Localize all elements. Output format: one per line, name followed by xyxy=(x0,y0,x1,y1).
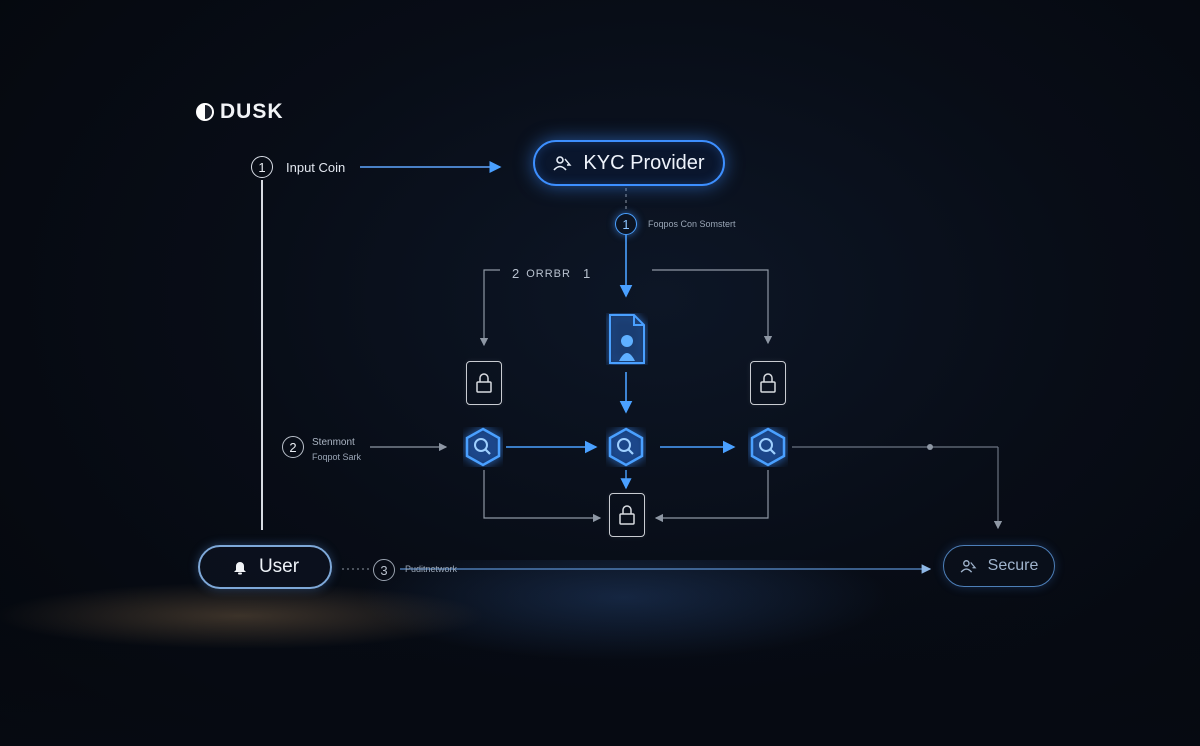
lock-node-right xyxy=(750,361,786,405)
step-2-marker: 2 xyxy=(282,436,304,458)
step-kyc-label: Foqpos Con Somstert xyxy=(648,219,736,229)
step-2-label: Stenmont xyxy=(312,437,355,448)
kyc-provider-label: KYC Provider xyxy=(583,151,705,174)
step-2-sublabel: Foqpot Sark xyxy=(312,452,362,462)
tag-right: 1 xyxy=(582,266,592,281)
dusk-logo-icon xyxy=(196,103,214,121)
tag-row: 2 ORRBR 1 xyxy=(512,266,591,281)
search-hex-icon xyxy=(608,427,644,467)
lock-icon xyxy=(619,505,635,525)
user-node[interactable]: User xyxy=(198,545,332,589)
step-3-marker: 3 xyxy=(373,559,395,581)
user-label: User xyxy=(258,556,300,577)
secure-label: Secure xyxy=(987,557,1039,574)
document-user-icon xyxy=(609,314,645,364)
hex-search-node-center xyxy=(606,427,646,467)
lock-icon xyxy=(476,373,492,393)
reflective-floor xyxy=(0,560,1200,746)
brand-logo: DUSK xyxy=(196,100,284,124)
search-hex-icon xyxy=(750,427,786,467)
tag-left: 2 xyxy=(512,266,521,281)
tag-middle: ORRBR xyxy=(526,267,571,280)
secure-node[interactable]: Secure xyxy=(943,545,1055,587)
brand-name: DUSK xyxy=(220,100,284,123)
lock-node-left xyxy=(466,361,502,405)
lock-node-bottom xyxy=(609,493,645,537)
search-hex-icon xyxy=(465,427,501,467)
user-bell-icon xyxy=(233,562,246,575)
lock-icon xyxy=(760,373,776,393)
step-input-coin-label: Input Coin xyxy=(286,160,346,175)
kyc-provider-node[interactable]: KYC Provider xyxy=(533,140,725,186)
step-1-kyc-marker: 1 xyxy=(615,213,637,235)
users-icon xyxy=(553,156,572,171)
step-3-label: Puditnetwork xyxy=(405,564,458,574)
step-1-marker: 1 xyxy=(251,156,273,178)
users-icon xyxy=(960,560,977,573)
hex-search-node-left xyxy=(463,427,503,467)
hex-search-node-right xyxy=(748,427,788,467)
